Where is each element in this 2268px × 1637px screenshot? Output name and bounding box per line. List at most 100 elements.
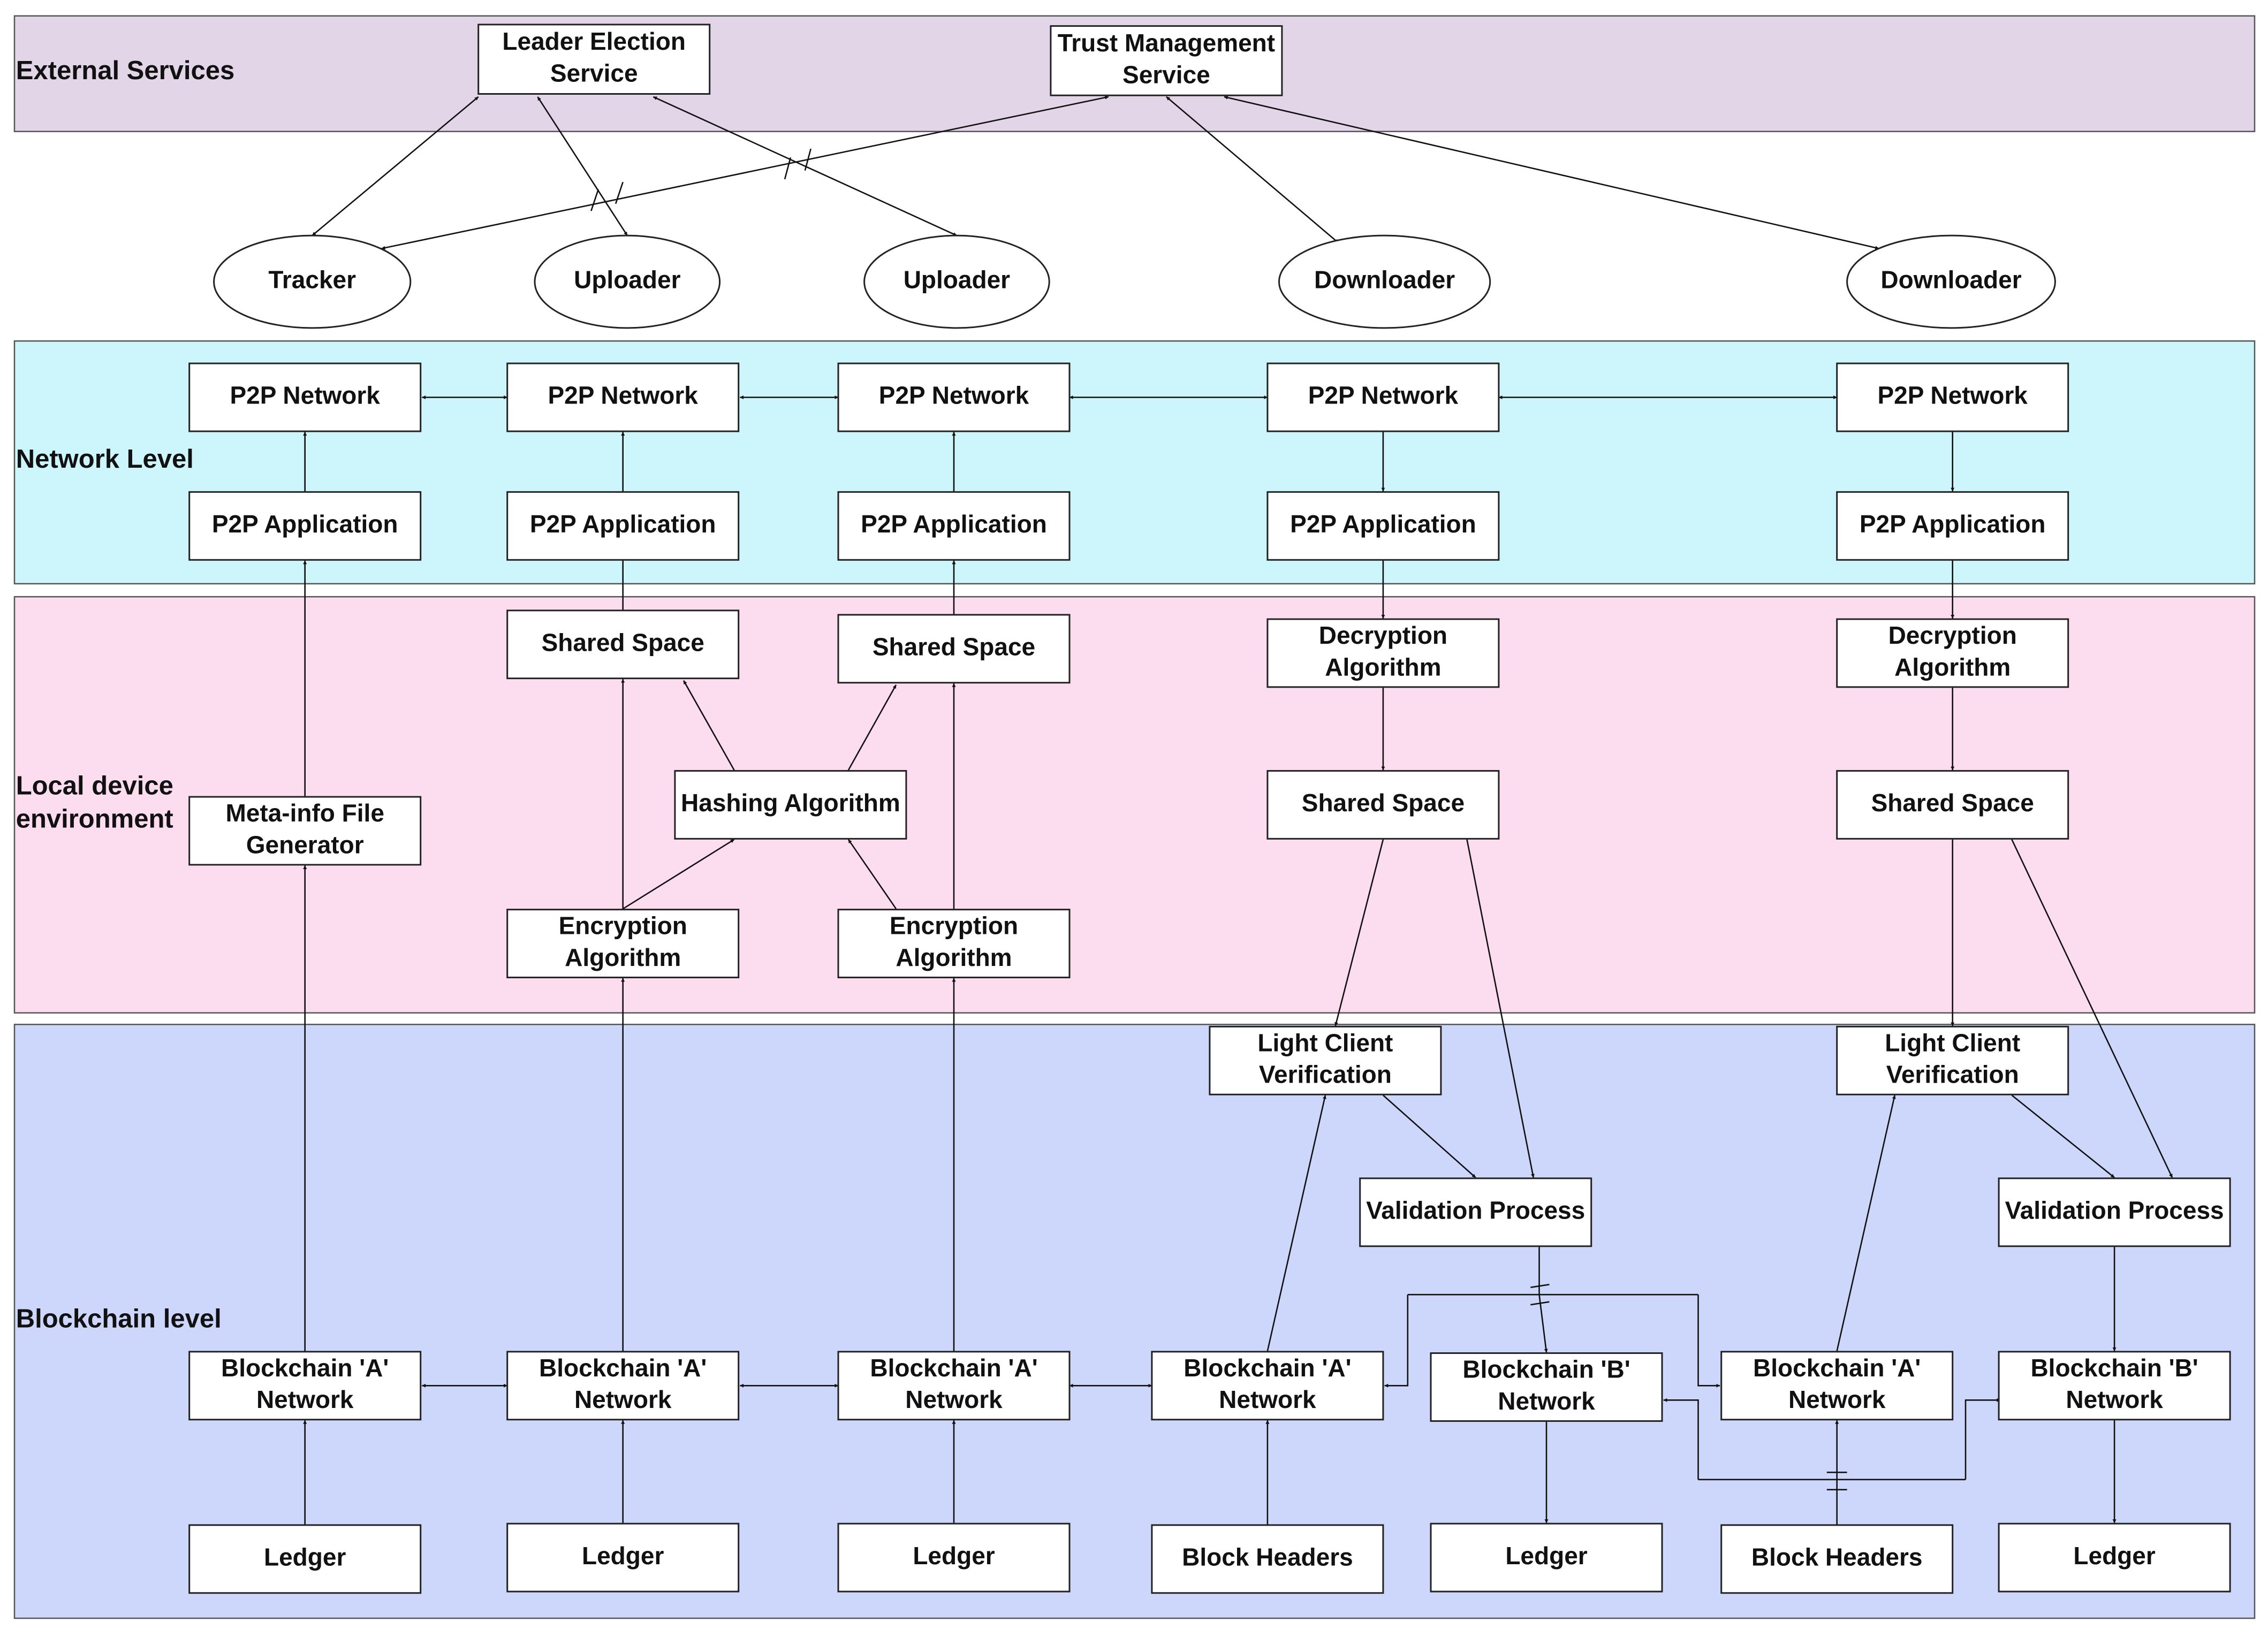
node-bcA4-label: Blockchain 'A' <box>1184 1354 1351 1382</box>
node-downloader1-label: Downloader <box>1314 266 1455 294</box>
node-p2pnet5-box <box>1836 362 2069 432</box>
node-shared3: Shared Space <box>837 614 1071 684</box>
node-headers4-box <box>1151 1524 1384 1594</box>
node-p2papp5-box <box>1836 491 2069 561</box>
node-bcB5-label: Blockchain 'B' <box>2030 1354 2198 1382</box>
node-metainfo-box <box>188 796 422 866</box>
line-jump-tick <box>784 157 792 180</box>
connector-line <box>1266 1095 1326 1351</box>
node-uploader2-label: Uploader <box>904 266 1010 294</box>
node-uploader1: Uploader <box>534 234 721 329</box>
node-hashing-label: Hashing Algorithm <box>681 789 900 817</box>
node-metainfo-label: Generator <box>246 831 364 858</box>
node-ledger1-label: Ledger <box>264 1543 346 1571</box>
node-shared4: Shared Space <box>1266 770 1500 840</box>
node-headers5: Block Headers <box>1720 1524 1954 1594</box>
node-downloader2: Downloader <box>1846 234 2056 329</box>
node-p2papp1: P2P Application <box>188 491 422 561</box>
layer-local-label: environment <box>16 805 173 834</box>
node-shared3-box <box>837 614 1071 684</box>
node-p2papp4: P2P Application <box>1266 491 1500 561</box>
connector-line <box>682 680 735 771</box>
connector-line <box>1383 1094 1476 1178</box>
connector-line <box>381 95 1109 250</box>
node-bcA5-label: Network <box>1788 1385 1886 1413</box>
node-bcA2-label: Network <box>574 1385 672 1413</box>
node-ledger4-box <box>1430 1522 1663 1593</box>
node-shared2-label: Shared Space <box>542 628 704 656</box>
node-decrypt4-label: Algorithm <box>1325 653 1441 681</box>
node-encrypt2-box <box>506 909 740 979</box>
node-bcA5-label: Blockchain 'A' <box>1753 1354 1921 1382</box>
node-uploader2: Uploader <box>863 234 1050 329</box>
layer-local-label: Local device <box>16 771 173 800</box>
node-p2papp5: P2P Application <box>1836 491 2069 561</box>
node-decrypt5-label: Decryption <box>1888 621 2017 649</box>
connector-line <box>847 839 897 910</box>
node-p2pnet1-label: P2P Network <box>230 382 381 409</box>
node-encrypt2-label: Encryption <box>559 912 687 940</box>
node-ledger1: Ledger <box>188 1524 422 1594</box>
node-bcA4-box <box>1151 1351 1384 1421</box>
node-p2pnet1-box <box>188 362 422 432</box>
node-ledger3-label: Ledger <box>913 1542 995 1570</box>
node-p2papp5-label: P2P Application <box>1860 510 2046 538</box>
node-ledger5-label: Ledger <box>2073 1542 2155 1570</box>
line-jump-tick <box>615 181 624 204</box>
node-leader-label: Service <box>550 59 638 87</box>
node-bcA1: Blockchain 'A'Network <box>188 1351 422 1421</box>
node-ledger5-box <box>1998 1522 2231 1593</box>
node-p2papp3: P2P Application <box>837 491 1071 561</box>
connectors <box>303 95 2173 1525</box>
node-bcA3-label: Blockchain 'A' <box>870 1354 1037 1382</box>
node-headers4-label: Block Headers <box>1182 1543 1353 1571</box>
node-ledger2-box <box>506 1522 740 1593</box>
connector-line <box>1663 1398 1699 1480</box>
node-lcv5-label: Light Client <box>1885 1029 2020 1056</box>
layer-blockchain-band <box>13 1024 2256 1619</box>
node-leader-box <box>477 24 711 95</box>
node-shared5: Shared Space <box>1836 770 2069 840</box>
node-hashing-box <box>674 770 907 840</box>
connector-line <box>623 839 735 910</box>
node-p2papp1-box <box>188 491 422 561</box>
node-p2papp2: P2P Application <box>506 491 740 561</box>
layer-external-label: External Services <box>16 56 235 85</box>
node-p2papp4-box <box>1266 491 1500 561</box>
node-tracker-ellipse <box>213 234 412 329</box>
node-lcv4-label: Verification <box>1259 1061 1392 1088</box>
node-trust-label: Trust Management <box>1058 29 1275 57</box>
node-encrypt3-label: Algorithm <box>896 943 1012 971</box>
node-valid4-box <box>1359 1177 1592 1247</box>
node-lcv5-box <box>1836 1025 2069 1095</box>
line-jump-tick <box>804 148 811 171</box>
node-bcB4-box <box>1430 1352 1663 1422</box>
node-shared3-label: Shared Space <box>873 633 1035 660</box>
node-p2pnet3: P2P Network <box>837 362 1071 432</box>
line-jump-tick <box>590 189 600 211</box>
node-lcv5-label: Verification <box>1886 1061 2019 1088</box>
node-trust-box <box>1050 25 1283 96</box>
connector-line <box>2011 839 2173 1178</box>
node-headers5-box <box>1720 1524 1954 1594</box>
node-shared2-box <box>506 610 740 680</box>
node-decrypt4-box <box>1266 618 1500 688</box>
node-bcA5: Blockchain 'A' Network <box>1720 1351 1954 1421</box>
node-ledger4-label: Ledger <box>1505 1542 1587 1570</box>
node-valid4: Validation Process <box>1359 1177 1592 1247</box>
node-uploader1-ellipse <box>534 234 721 329</box>
node-p2papp3-box <box>837 491 1071 561</box>
node-lcv4-label: Light Client <box>1257 1029 1393 1056</box>
connector-line <box>1334 839 1384 1026</box>
node-encrypt3-box <box>837 909 1071 979</box>
node-bcB4-label: Blockchain 'B' <box>1462 1355 1630 1383</box>
node-bcA1-label: Network <box>256 1385 354 1413</box>
node-decrypt5-label: Algorithm <box>1894 653 2011 681</box>
node-metainfo-label: Meta-info File <box>225 799 384 827</box>
node-bcB5-label: Network <box>2066 1385 2163 1413</box>
